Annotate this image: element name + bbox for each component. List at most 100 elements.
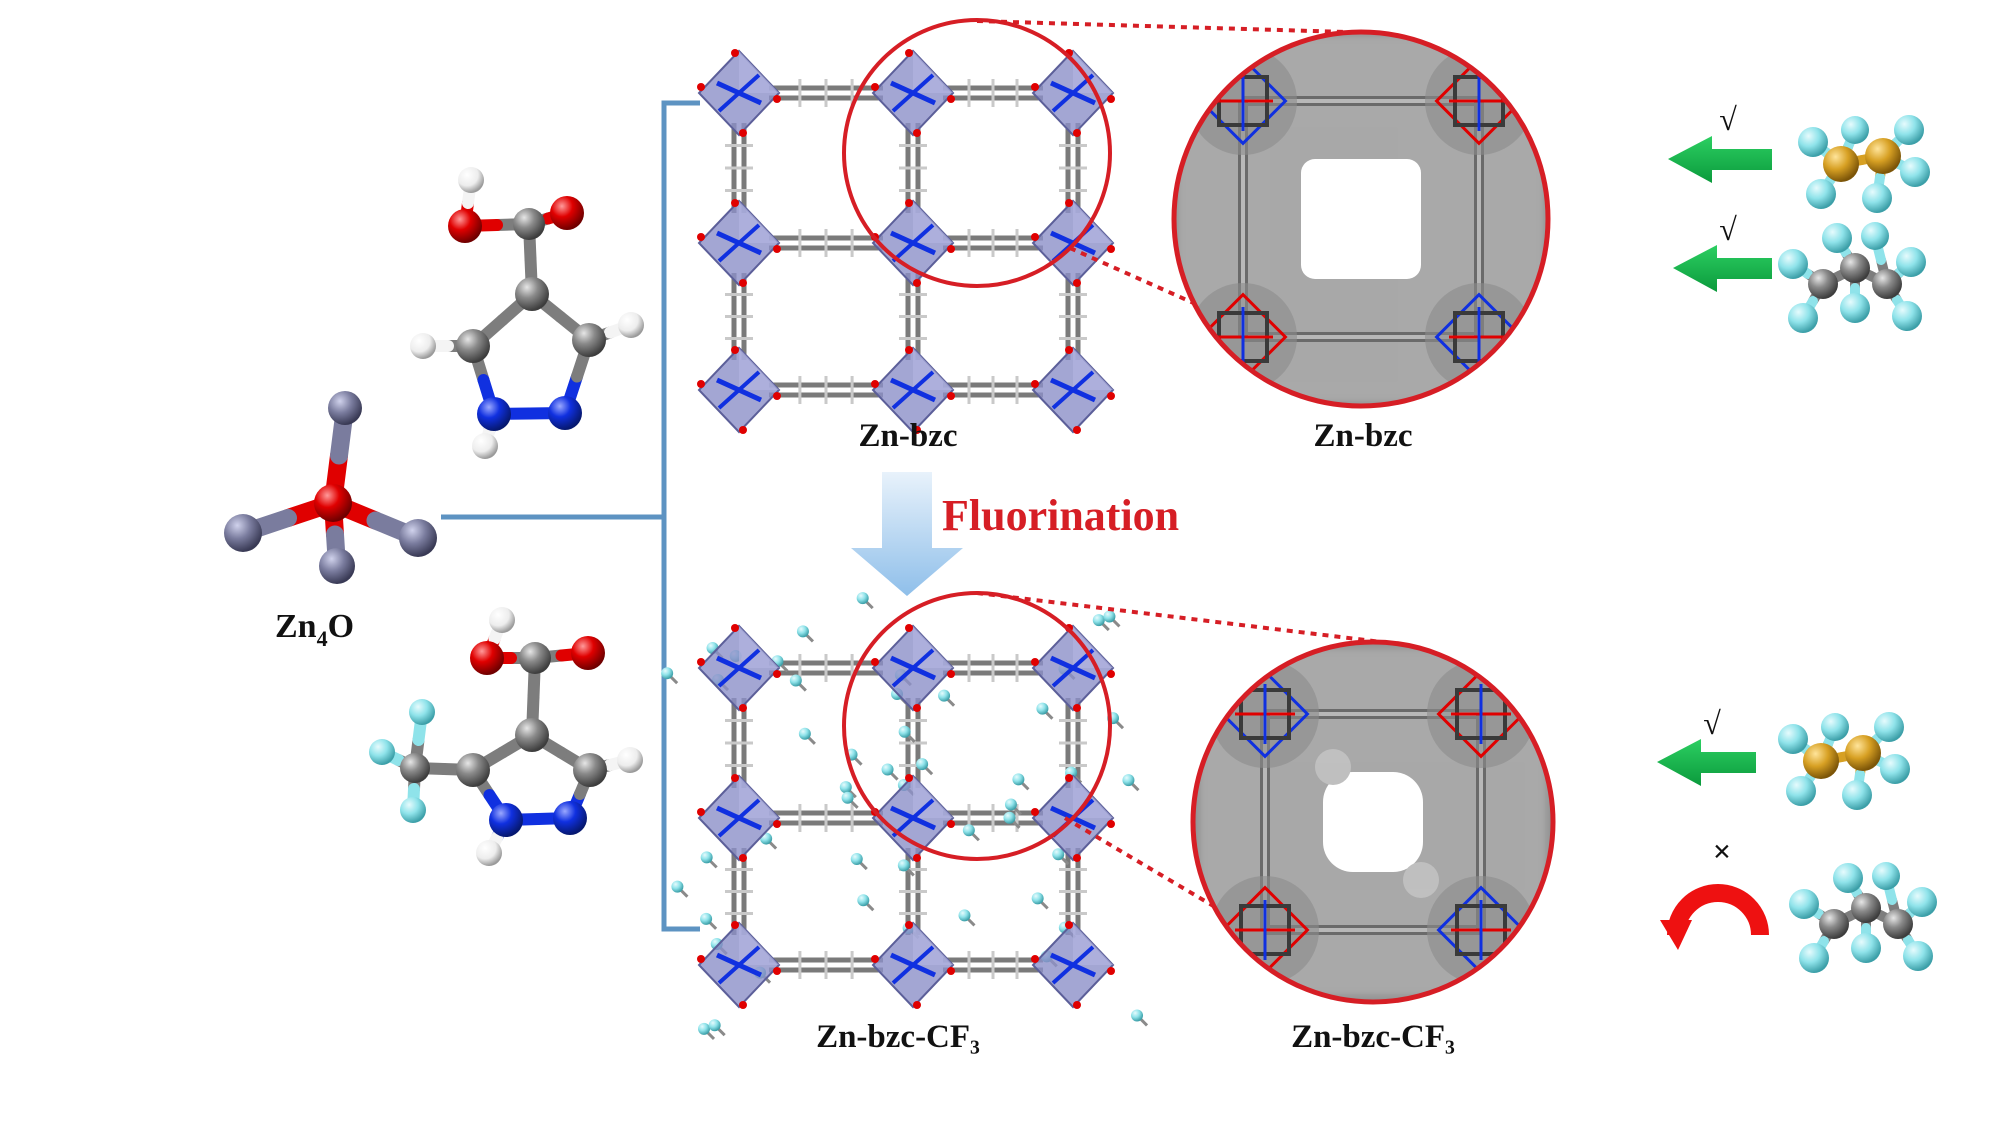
oxygen-atom <box>1073 704 1081 712</box>
atom <box>573 753 607 787</box>
atom <box>1851 893 1881 923</box>
atom <box>400 797 426 823</box>
pore-node <box>1189 283 1297 391</box>
atom <box>548 396 582 430</box>
atom <box>617 747 643 773</box>
oxygen-atom <box>913 426 921 434</box>
atom <box>550 196 584 230</box>
fluorine-atom <box>856 592 869 605</box>
fluorine-atom <box>700 912 713 925</box>
bracket-connector <box>441 100 700 932</box>
oxygen-atom <box>947 967 955 975</box>
reject-arrowhead-icon <box>1660 920 1692 950</box>
atom <box>1883 909 1913 939</box>
oxygen-atom <box>913 704 921 712</box>
fluorine-atom <box>1052 848 1065 861</box>
oxygen-atom <box>871 658 879 666</box>
zn-polyhedron <box>871 774 955 862</box>
oxygen-atom <box>773 245 781 253</box>
n-bond <box>891 223 935 263</box>
zn-polyhedron <box>871 49 955 137</box>
fluorine-atom <box>671 880 684 893</box>
fluorination-label: Fluorination <box>942 491 1179 540</box>
zn-polyhedron <box>697 624 781 712</box>
atom <box>1822 223 1852 253</box>
surface-bump <box>1403 862 1439 898</box>
fluorine-atom <box>850 853 863 866</box>
zn4o-label-sub: 4 <box>317 626 328 651</box>
zn-polyhedron <box>1031 921 1115 1009</box>
oxygen-atom <box>1031 658 1039 666</box>
atom <box>328 391 362 425</box>
n-bond <box>891 798 935 838</box>
zn-polyhedron <box>697 199 781 287</box>
oxygen-atom <box>905 346 913 354</box>
green-arrow-icon <box>1668 136 1772 183</box>
zn4o-label-tail: O <box>328 608 354 645</box>
atom <box>519 642 551 674</box>
bracket-bar <box>661 100 700 932</box>
atom <box>572 323 606 357</box>
fluorine-atom <box>798 727 811 740</box>
atom <box>409 699 435 725</box>
atom <box>400 753 430 783</box>
fluorine-atom <box>708 1019 721 1032</box>
linker-rods <box>725 654 1087 979</box>
n-bond <box>1051 73 1095 113</box>
oxygen-atom <box>1073 279 1081 287</box>
oxygen-atom <box>731 49 739 57</box>
linker-rods <box>725 79 1087 404</box>
atom <box>489 803 523 837</box>
green-arrow-icon <box>1673 245 1772 292</box>
fluorine-atom <box>898 725 911 738</box>
gas-molecule-gold-bottom <box>1778 712 1910 810</box>
framework-label-top: Zn-bzc <box>859 418 958 454</box>
atom <box>515 277 549 311</box>
oxygen-atom <box>905 774 913 782</box>
n-bond <box>891 73 935 113</box>
atom <box>513 208 545 240</box>
atom <box>1798 127 1828 157</box>
oxygen-atom <box>1107 820 1115 828</box>
surface-hole <box>1381 802 1409 830</box>
oxygen-atom <box>739 279 747 287</box>
atom <box>1789 889 1819 919</box>
oxygen-atom <box>1107 245 1115 253</box>
atom <box>1874 712 1904 742</box>
gas-molecule-gold-top <box>1798 115 1930 213</box>
zn-polyhedron <box>871 921 955 1009</box>
atom <box>1861 222 1889 250</box>
oxygen-atom <box>1065 774 1073 782</box>
oxygen-atom <box>1031 955 1039 963</box>
atom <box>618 312 644 338</box>
pore-label-bottom: Zn-bzc-CF₃ <box>1291 1019 1455 1055</box>
oxygen-atom <box>1065 921 1073 929</box>
accept-arrow-bottom: √ <box>1657 705 1756 786</box>
oxygen-atom <box>905 921 913 929</box>
oxygen-atom <box>905 624 913 632</box>
fluorine-atom <box>881 763 894 776</box>
atom <box>458 167 484 193</box>
zn-polyhedron <box>697 49 781 137</box>
oxygen-atom <box>913 1001 921 1009</box>
atom <box>470 641 504 675</box>
oxygen-atom <box>697 233 705 241</box>
n-bond <box>891 648 935 688</box>
fluorine-atom <box>1103 610 1116 623</box>
fluorine-atom <box>916 758 929 771</box>
oxygen-atom <box>947 820 955 828</box>
reject-mark: × <box>1713 833 1731 869</box>
n-bond <box>1051 648 1095 688</box>
atom <box>1872 269 1902 299</box>
n-bond <box>717 648 761 688</box>
zn-polyhedron <box>1031 346 1115 434</box>
oxygen-atom <box>1073 854 1081 862</box>
oxygen-atom <box>697 380 705 388</box>
framework-zn-bzc <box>697 49 1115 434</box>
pore-closeup-zn-bzc-cf3 <box>1190 639 1556 1005</box>
oxygen-atom <box>731 921 739 929</box>
surface-cavity <box>1301 159 1421 279</box>
reject-arrow-bottom: × <box>1660 833 1769 950</box>
zoom-line-top-lower <box>1069 246 1291 348</box>
